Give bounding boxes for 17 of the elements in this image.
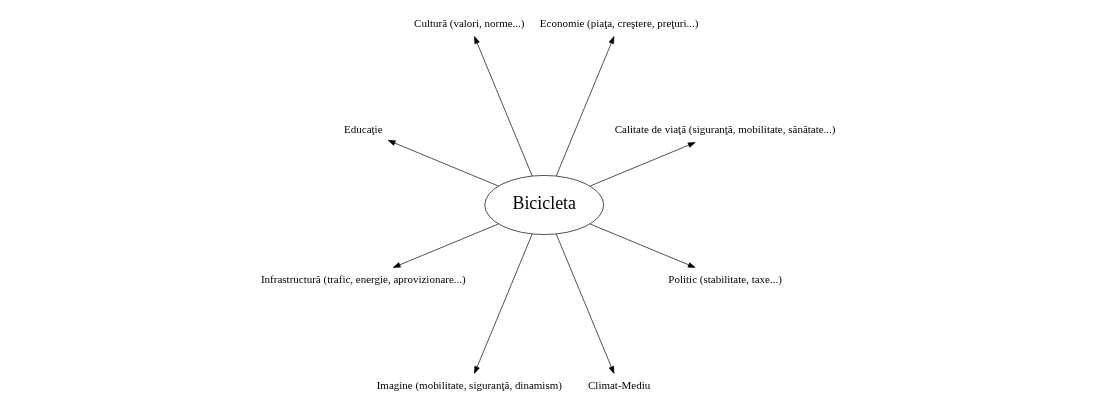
node-text: Educaţie xyxy=(343,122,383,135)
arrow xyxy=(555,35,614,176)
arrow xyxy=(555,233,614,374)
node-text: Cultură (valori, norme...) xyxy=(413,16,525,29)
arrow xyxy=(387,139,499,186)
arrow xyxy=(589,141,695,186)
arrow xyxy=(473,35,533,176)
node-text: Economie (piaţa, creştere, preţuri...) xyxy=(539,16,698,29)
node-text: Calitate de viaţă (siguranţă, mobilitate, sănătate...) xyxy=(614,122,836,135)
node-text: Infrastructură (trafic, energie, aprovizionare...) xyxy=(260,272,466,285)
arrow xyxy=(392,223,499,268)
arrow xyxy=(473,233,533,374)
arrow xyxy=(589,223,695,268)
node-text: Imagine (mobilitate, siguranţă, dinamism) xyxy=(376,377,562,390)
node-text: Politic (stabilitate, taxe...) xyxy=(667,272,782,285)
node-ellipse: Bicicleta xyxy=(483,174,604,235)
node-text: Climat-Mediu xyxy=(587,377,650,390)
